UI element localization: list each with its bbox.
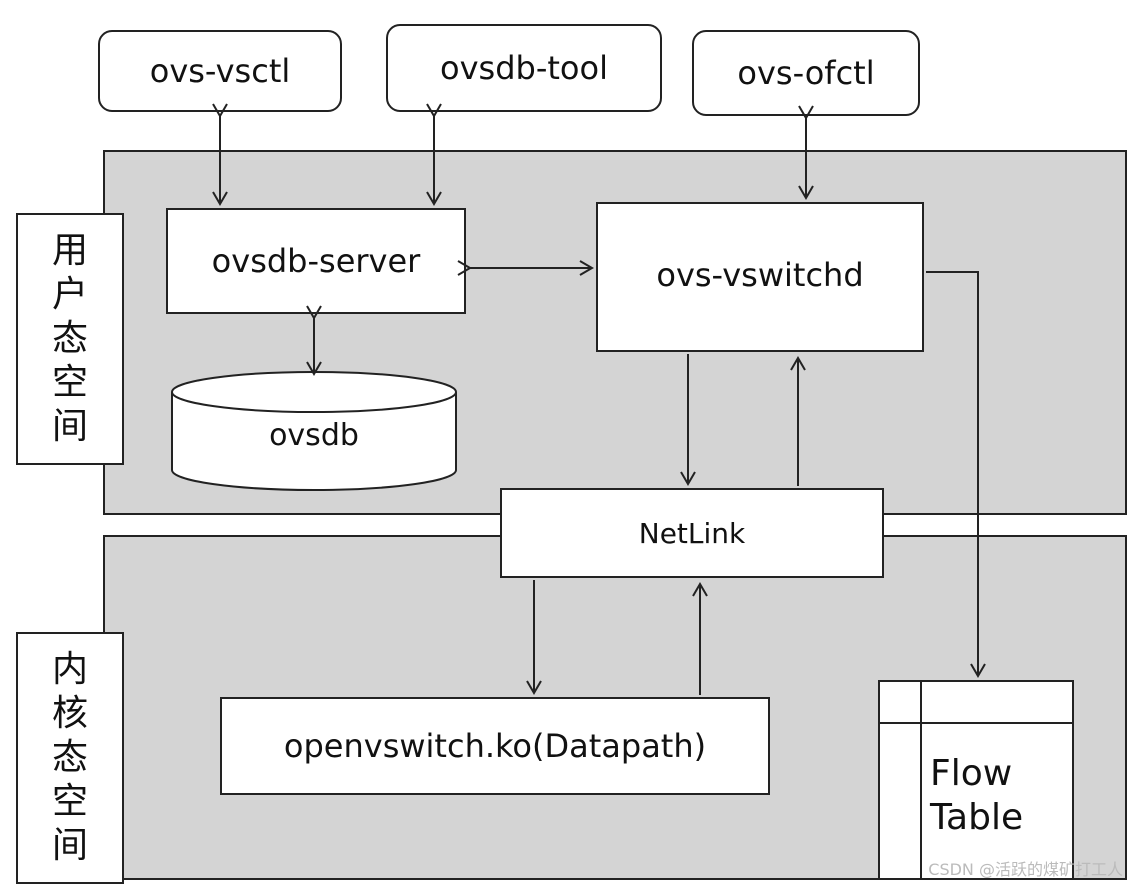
user-space-label: 用 户 态 空 间 [16,213,124,465]
kernel-space-label: 内 核 态 空 间 [16,632,124,884]
netlink-box: NetLink [500,488,884,578]
arrow-vswitchd-flowtable [926,271,986,678]
ovs-ofctl-label: ovs-ofctl [737,54,875,92]
watermark: CSDN @活跃的煤矿打工人 [928,860,1123,879]
ovsdb-server-box: ovsdb-server [166,208,466,314]
ovsdb-tool-label: ovsdb-tool [440,49,608,87]
flow-table-column-line [920,682,922,878]
ovsdb-server-label: ovsdb-server [211,242,421,280]
datapath-label: openvswitch.ko(Datapath) [283,727,707,765]
netlink-label: NetLink [638,516,746,550]
flow-table-label: Flow Table [930,753,1024,838]
ovs-ofctl-box: ovs-ofctl [692,30,920,116]
ovsdb-database-icon [171,371,457,491]
ovs-vswitchd-label: ovs-vswitchd [656,256,864,294]
flow-table-header-line [880,722,1072,724]
ovs-vsctl-label: ovs-vsctl [149,52,291,90]
datapath-box: openvswitch.ko(Datapath) [220,697,770,795]
ovs-vswitchd-box: ovs-vswitchd [596,202,924,352]
ovs-vsctl-box: ovs-vsctl [98,30,342,112]
ovsdb-tool-box: ovsdb-tool [386,24,662,112]
flow-table: Flow Table [878,680,1074,880]
ovsdb-label: ovsdb [269,418,359,453]
